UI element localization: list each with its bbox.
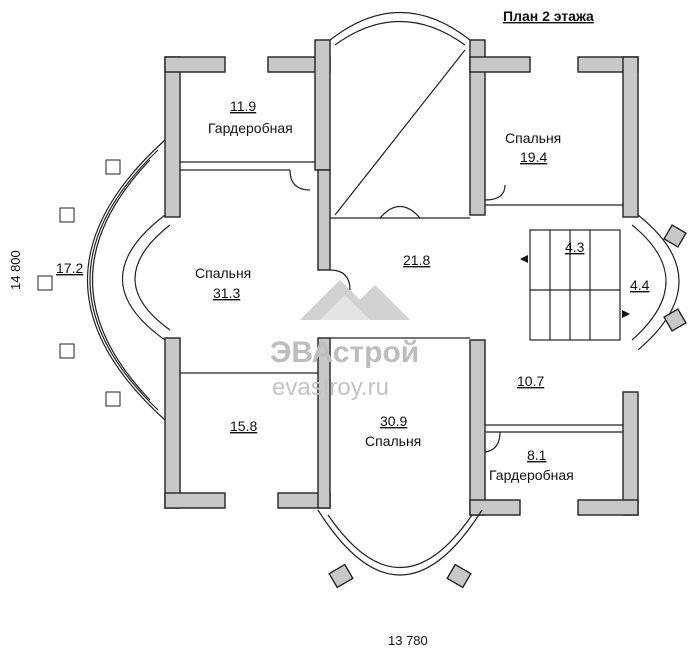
wall-right-top-inner — [469, 39, 486, 216]
right-bay-outer — [637, 214, 680, 351]
terrace-post-2 — [59, 207, 75, 223]
room-area: 8.1 — [527, 447, 547, 463]
room-area: 10.7 — [517, 373, 544, 389]
left-bay-outer — [121, 214, 166, 341]
terrace-post-1 — [105, 159, 121, 175]
wall-left-top — [164, 56, 181, 218]
dimension-width: 13 780 — [388, 633, 428, 648]
top-bay-outer — [329, 12, 471, 41]
room-area: 19.4 — [520, 149, 547, 165]
room-area: 4.4 — [630, 277, 650, 293]
door-wardrobe2 — [484, 431, 501, 453]
terrace-outer — [86, 139, 166, 421]
room-area: 21.8 — [403, 252, 430, 268]
bay-pillar-right — [446, 563, 472, 589]
terrace-inner — [89, 149, 159, 411]
right-pillar-bottom — [663, 308, 687, 332]
left-bay-inner — [134, 224, 171, 331]
terrace-inner-2 — [91, 159, 151, 401]
stair-diagonal — [334, 49, 466, 216]
stair-arrow-right — [622, 310, 630, 318]
wall-inner-left-bottom — [317, 337, 331, 509]
terrace-post-3 — [37, 275, 53, 291]
dimension-height: 14 800 — [8, 250, 23, 290]
watermark-site: evastroy.ru — [272, 374, 389, 401]
wall-bottom-left — [164, 492, 226, 509]
wall-right-top — [622, 56, 639, 218]
room-area: 31.3 — [213, 285, 240, 301]
wall-right-bottom-inner — [469, 339, 486, 516]
right-bay-inner — [631, 224, 667, 341]
room-area: 15.8 — [230, 418, 257, 434]
room-area: 4.3 — [565, 239, 585, 255]
room-name: Спальня — [365, 433, 421, 449]
right-pillar-top — [663, 224, 687, 248]
room-area: 30.9 — [380, 413, 407, 429]
plan-title: План 2 этажа — [503, 8, 594, 24]
door-bedroom2 — [484, 184, 506, 201]
room-name: Спальня — [505, 130, 561, 146]
bay-pillar-left — [328, 563, 354, 589]
wall-bedroom-right — [317, 169, 331, 271]
bottom-bay-inner — [327, 514, 473, 568]
door-wardrobe — [289, 169, 311, 191]
wall-bottom-right-2 — [577, 499, 639, 516]
terrace-post-4 — [59, 343, 75, 359]
stair-arrow-left — [520, 255, 528, 263]
watermark-logo — [300, 280, 410, 320]
wall-top-right — [469, 56, 531, 73]
room-area: 17.2 — [56, 260, 83, 276]
wall-left-bottom — [164, 337, 181, 509]
arch-hall — [379, 205, 421, 219]
wall-right-bottom — [622, 391, 639, 516]
room-name: Гардеробная — [208, 120, 293, 136]
room-area: 11.9 — [230, 98, 256, 114]
wall-wardrobe-right — [314, 39, 331, 171]
room-name: Гардеробная — [489, 467, 574, 483]
stair-frame — [529, 229, 621, 341]
top-bay-inner — [334, 21, 466, 46]
watermark-brand: ЭВАстрой — [270, 336, 419, 369]
wall-bottom-right — [469, 499, 521, 516]
room-name: Спальня — [195, 265, 251, 281]
wall-top-left — [164, 56, 226, 73]
terrace-post-5 — [105, 391, 121, 407]
bottom-bay-outer — [317, 509, 483, 576]
door-hall — [329, 269, 351, 291]
